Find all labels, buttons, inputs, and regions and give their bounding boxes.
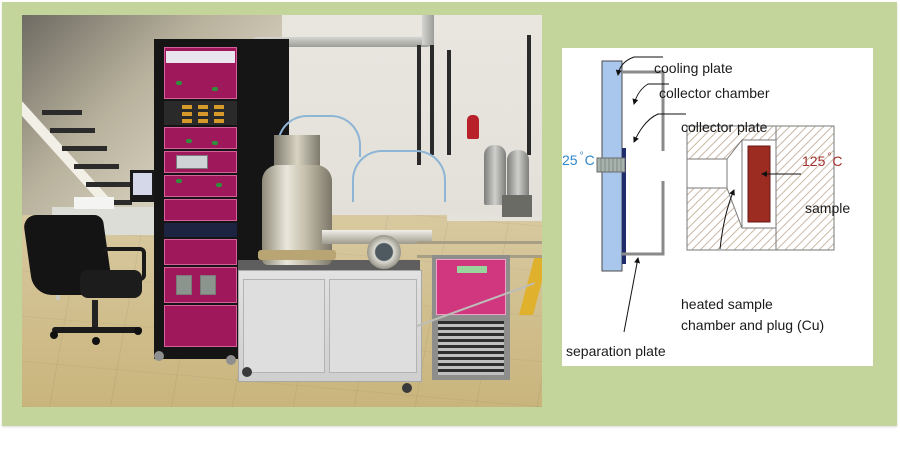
- papers: [74, 197, 114, 209]
- monitor-screen: [133, 173, 152, 195]
- rack-panel: [164, 175, 237, 197]
- stair-step: [42, 110, 82, 115]
- rack-readout: [182, 112, 192, 116]
- rack-caster: [154, 351, 164, 361]
- transfer-rod: [417, 241, 542, 244]
- temperature-hot-value: 125: [802, 153, 826, 169]
- equipment-cabinet: [238, 270, 422, 382]
- coolant-hose: [352, 150, 446, 202]
- label-collector-plate: collector plate: [681, 119, 768, 135]
- rack-readout: [198, 119, 208, 123]
- screw: [596, 157, 626, 173]
- rack-readout: [182, 105, 192, 109]
- temperature-cold: 25°C: [562, 151, 595, 171]
- stair-step: [74, 164, 119, 169]
- rack-readout: [198, 105, 208, 109]
- rack-readout: [182, 119, 192, 123]
- rack-panel: [164, 239, 237, 265]
- rack-caster: [226, 355, 236, 365]
- stair-step: [50, 128, 95, 133]
- rack-panel: [164, 127, 237, 149]
- chair-wheel: [92, 337, 100, 345]
- collector-plate: [622, 148, 626, 264]
- label-collector-chamber: collector chamber: [659, 85, 770, 101]
- vessel-head: [274, 135, 320, 167]
- wall-pipe: [447, 50, 451, 155]
- rack-meter: [176, 275, 192, 295]
- chiller-display: [457, 266, 487, 273]
- wall-pipe: [417, 45, 421, 165]
- temperature-unit: C: [584, 152, 595, 168]
- collector-chamber-upper: [622, 70, 665, 151]
- rack-readout: [198, 112, 208, 116]
- rack-meter: [200, 275, 216, 295]
- office-chair-seat: [80, 270, 142, 298]
- label-cooling-plate: cooling plate: [654, 60, 733, 76]
- temperature-cold-value: 25: [562, 152, 578, 168]
- office-chair-arm: [102, 247, 146, 281]
- rack-readout: [214, 105, 224, 109]
- office-chair-post: [92, 300, 98, 332]
- chair-wheel: [134, 327, 142, 335]
- office-chair-base: [52, 327, 142, 333]
- schematic-drawing: [596, 56, 835, 333]
- chiller-unit: [432, 255, 510, 380]
- staircase: [22, 70, 132, 210]
- stainless-vessel: [262, 165, 332, 265]
- rack-blue-panel: [164, 223, 237, 237]
- rack-indicator: [176, 179, 182, 183]
- label-heated-chamber-line1: heated sample: [681, 296, 773, 312]
- rack-readout: [214, 119, 224, 123]
- rack-readout: [214, 112, 224, 116]
- chiller-grille: [438, 321, 504, 375]
- rack-panel: [164, 199, 237, 221]
- cabinet-door-right: [329, 279, 417, 373]
- rack-indicator: [186, 139, 192, 143]
- temperature-hot: 125°C: [802, 152, 843, 172]
- chair-wheel: [50, 331, 58, 339]
- label-separation-plate: separation plate: [566, 343, 666, 359]
- degree-symbol: °: [579, 151, 584, 162]
- wall-pipe: [430, 45, 434, 155]
- rack-indicator: [176, 81, 182, 85]
- label-sample: sample: [805, 200, 851, 216]
- ceiling-duct-riser: [422, 15, 434, 45]
- separation-plate: [622, 181, 665, 256]
- rack-indicator: [212, 87, 218, 91]
- cabinet-wheel: [402, 383, 412, 393]
- rack-panel-bottom: [164, 305, 237, 347]
- ceiling-duct: [252, 37, 432, 47]
- rack-lcd: [176, 155, 208, 169]
- degree-symbol: °: [827, 152, 832, 163]
- instrument-box: [502, 195, 532, 217]
- rack-indicator: [212, 141, 218, 145]
- vessel-flange: [258, 250, 336, 260]
- rack-indicator: [216, 183, 222, 187]
- lab-apparatus-photo: [22, 15, 542, 407]
- gas-cylinder: [484, 145, 506, 205]
- temperature-unit: C: [832, 153, 843, 169]
- sample: [747, 145, 771, 223]
- monitor: [130, 170, 155, 202]
- cabinet-wheel: [242, 367, 252, 377]
- stair-step: [62, 146, 107, 151]
- cabinet-door-left: [243, 279, 325, 373]
- viewport-flange: [367, 235, 401, 269]
- rack-nameplate: [166, 51, 235, 63]
- fire-extinguisher: [467, 115, 479, 139]
- stair-step: [86, 182, 131, 187]
- label-heated-chamber-line2: chamber and plug (Cu): [681, 317, 825, 333]
- schematic-diagram: cooling plate collector chamber collecto…: [562, 48, 873, 366]
- stair-step: [98, 200, 132, 205]
- shelf: [447, 215, 542, 221]
- wall-pipe: [527, 35, 531, 155]
